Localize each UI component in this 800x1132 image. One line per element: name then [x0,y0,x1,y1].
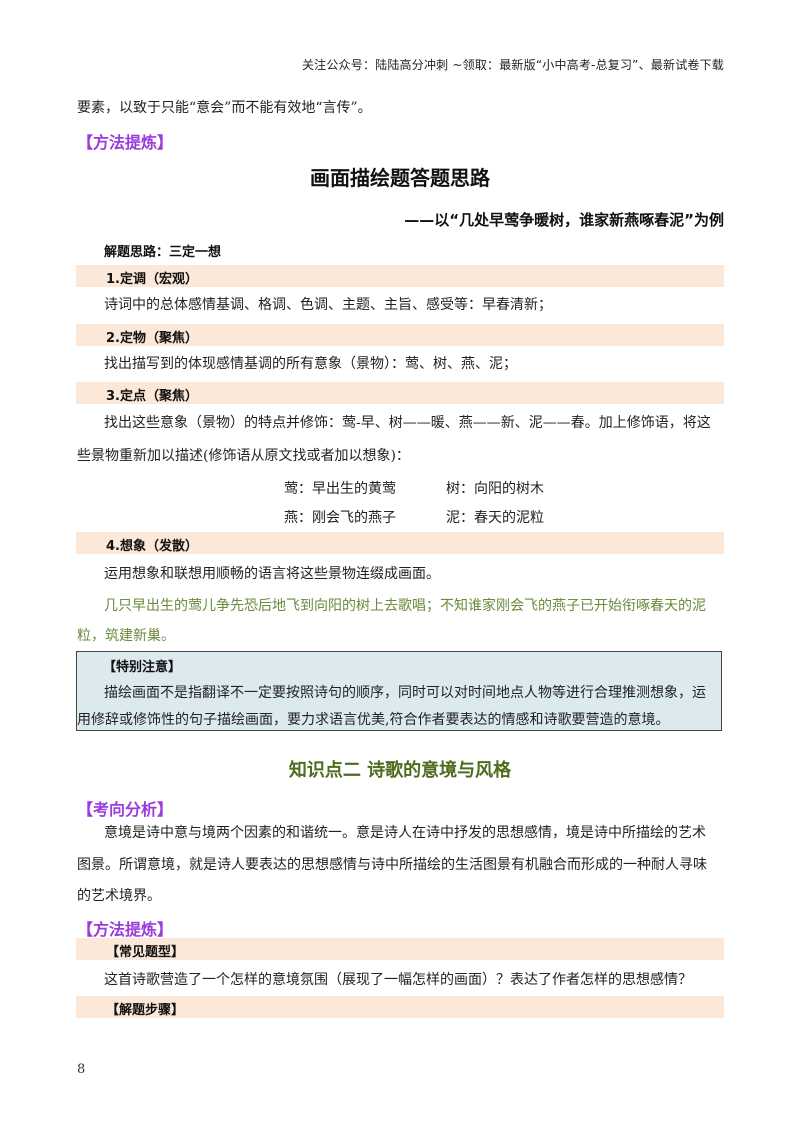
analysis-line: 意境是诗中意与境两个因素的和谐统一。意是诗人在诗中抒发的思想感情，境是诗中所描绘… [104,825,706,841]
common-type-band: 【常见题型】 [76,938,724,960]
special-note-box: 【特别注意】 描绘画面不是指翻译不一定要按照诗句的顺序，同时可以对时间地点人物等… [76,651,722,731]
pair-item: 莺：早出生的黄莺 [284,481,396,497]
pair-item: 树：向阳的树木 [446,481,544,497]
step-band-1: 1.定调（宏观） [76,265,724,287]
step-label: 2.定物（聚焦） [106,331,198,346]
note-title: 【特别注意】 [103,660,182,675]
method-heading-1: 【方法提炼】 [77,133,174,152]
header-note: 关注公众号：陆陆高分冲刺 ~领取：最新版“小中高考-总复习”、最新试卷下载 [301,58,724,72]
pair-item: 燕：刚会飞的燕子 [284,510,396,526]
step-text: 找出这些意象（景物）的特点并修饰：莺-早、树——暖、燕——新、泥——春。加上修饰… [104,415,711,431]
step-text: 些景物重新加以描述(修饰语从原文找或者加以想象)： [77,448,410,464]
pair-item: 泥：春天的泥粒 [446,510,544,526]
note-line: 描绘画面不是指翻译不一定要按照诗句的顺序，同时可以对时间地点人物等进行合理推测想… [104,685,706,701]
example-paragraph-line: 几只早出生的莺儿争先恐后地飞到向阳的树上去歌唱；不知谁家刚会飞的燕子已开始衔啄春… [104,598,706,614]
note-line: 用修辞或修饰性的句子描绘画面，要力求语言优美,符合作者要表达的情感和诗歌要营造的… [77,712,670,728]
page-title: 画面描绘题答题思路 [310,166,490,190]
page-number: 8 [77,1062,86,1077]
common-type-label: 【常见题型】 [106,945,185,960]
common-type-text: 这首诗歌营造了一个怎样的意境氛围（展现了一幅怎样的画面）？表达了作者怎样的思想感… [104,972,692,988]
approach-line: 解题思路：三定一想 [104,245,222,260]
method-heading-2: 【方法提炼】 [77,920,174,939]
step-band-2: 2.定物（聚焦） [76,324,724,346]
analysis-line: 图景。所谓意境，就是诗人要表达的思想感情与诗中所描绘的生活图景有机融合而形成的一… [77,857,707,873]
intro-line: 要素，以致于只能“意会”而不能有效地“言传”。 [77,100,372,116]
example-subtitle: ——以“几处早莺争暖树，谁家新燕啄春泥”为例 [404,211,724,229]
step-label: 1.定调（宏观） [106,272,198,287]
step-label: 3.定点（聚焦） [106,389,198,404]
example-paragraph-line: 粒，筑建新巢。 [77,628,175,644]
section-title: 知识点二 诗歌的意境与风格 [288,760,512,781]
step-band-3: 3.定点（聚焦） [76,382,724,404]
step-text: 诗词中的总体感情基调、格调、色调、主题、主旨、感受等：早春清新； [104,297,552,313]
steps-band: 【解题步骤】 [76,996,724,1018]
step-band-4: 4.想象（发散） [76,532,724,554]
steps-label: 【解题步骤】 [106,1003,185,1018]
analysis-heading: 【考向分析】 [77,800,174,819]
step-label: 4.想象（发散） [106,539,198,554]
step-text: 找出描写到的体现感情基调的所有意象（景物）：莺、树、燕、泥； [104,356,517,372]
analysis-line: 的艺术境界。 [77,888,161,904]
step-text: 运用想象和联想用顺畅的语言将这些景物连缀成画面。 [104,566,440,582]
